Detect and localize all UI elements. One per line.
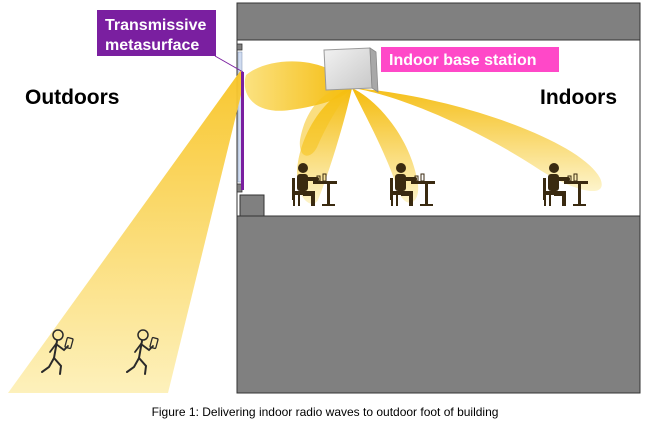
window-sill-block xyxy=(239,194,265,217)
metasurface-callout-line xyxy=(214,55,244,73)
metasurface-label-line-2: metasurface xyxy=(105,37,199,54)
beam-to-diner-1 xyxy=(296,88,352,204)
base-station-label-box xyxy=(381,47,559,72)
metasurface-panel xyxy=(241,72,244,190)
outdoor-beam xyxy=(8,70,241,393)
figure-caption: Figure 1: Delivering indoor radio waves … xyxy=(151,405,499,419)
metasurface-label-box xyxy=(97,10,216,56)
building-roof xyxy=(236,2,641,41)
outdoors-label: Outdoors xyxy=(25,86,120,109)
beam-wide-left xyxy=(299,87,352,156)
indoors-label: Indoors xyxy=(540,86,617,109)
metasurface-label-line-1: Transmissive xyxy=(105,17,207,34)
window-frame-top xyxy=(236,43,243,51)
building-lower-floor xyxy=(236,215,641,394)
base-station-label-text: Indoor base station xyxy=(389,52,537,69)
base-station-icon xyxy=(323,47,379,93)
metasurface-label: Transmissive metasurface xyxy=(97,10,216,56)
transmissive-metasurface xyxy=(214,55,244,190)
beam-to-diner-3 xyxy=(352,88,602,192)
base-station-label: Indoor base station xyxy=(381,47,559,72)
